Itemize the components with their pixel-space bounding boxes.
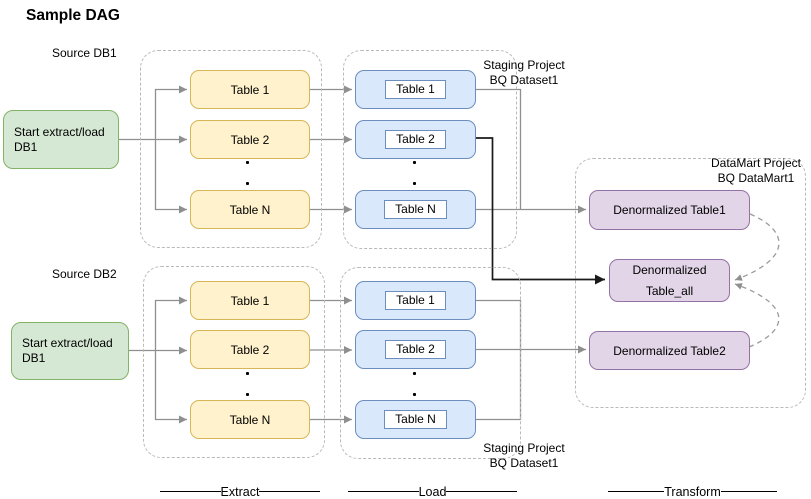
load-table1-db2-inner: Table 1 <box>385 291 446 310</box>
denormalized-table-all: Denormalized Table_all <box>609 259 730 302</box>
diagram-title: Sample DAG <box>26 7 120 24</box>
extract-table2-db2: Table 2 <box>190 330 310 369</box>
source-db1-label: Source DB1 <box>52 46 117 60</box>
load-tableN-db1: Table N <box>355 190 476 229</box>
start-node-db2: Start extract/load DB1 <box>11 322 129 380</box>
load-table1-db1: Table 1 <box>355 70 476 109</box>
datamart-container <box>575 158 806 408</box>
section-transform: Transform <box>608 484 777 499</box>
section-extract: Extract <box>160 484 320 499</box>
start-node-db2-text: Start extract/load DB1 <box>22 336 113 365</box>
datamart-label: DataMart Project BQ DataMart1 <box>710 156 802 185</box>
staging-label-db1: Staging Project BQ Dataset1 <box>483 58 565 87</box>
denormalized-table1: Denormalized Table1 <box>589 190 750 230</box>
section-load: Load <box>348 484 517 499</box>
load-tableN-db2-inner: Table N <box>384 410 447 429</box>
start-node-db1-text: Start extract/load DB1 <box>14 124 105 154</box>
extract-table1-db1: Table 1 <box>190 70 310 109</box>
source-db2-label: Source DB2 <box>52 267 117 281</box>
ellipsis-extract-db1 <box>246 161 249 185</box>
load-container-db1 <box>343 50 517 249</box>
extract-container-db1 <box>140 50 322 248</box>
extract-tableN-db1: Table N <box>190 190 310 229</box>
load-table2-db1: Table 2 <box>355 120 476 159</box>
extract-container-db2 <box>143 266 325 458</box>
load-table1-db2: Table 1 <box>355 281 476 320</box>
extract-table1-db2: Table 1 <box>190 281 310 320</box>
load-container-db2 <box>340 267 521 459</box>
start-node-db1: Start extract/load DB1 <box>3 110 119 169</box>
ellipsis-load-db2 <box>413 372 416 396</box>
load-table2-db2: Table 2 <box>355 330 476 369</box>
load-tableN-db1-inner: Table N <box>384 200 447 219</box>
load-table1-db1-inner: Table 1 <box>385 80 446 99</box>
extract-table2-db1: Table 2 <box>190 120 310 159</box>
ellipsis-load-db1 <box>413 161 416 185</box>
load-table2-db1-inner: Table 2 <box>385 130 446 149</box>
denormalized-table2: Denormalized Table2 <box>589 331 750 370</box>
staging-label-db2: Staging Project BQ Dataset1 <box>483 441 565 470</box>
ellipsis-extract-db2 <box>246 372 249 396</box>
load-tableN-db2: Table N <box>355 400 476 439</box>
extract-tableN-db2: Table N <box>190 400 310 439</box>
load-table2-db2-inner: Table 2 <box>385 340 446 359</box>
